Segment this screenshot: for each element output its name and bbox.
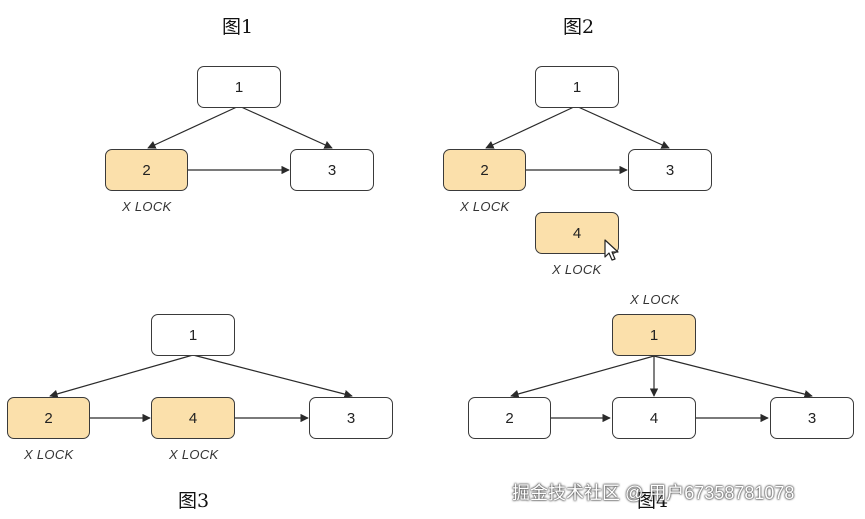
node-f1-2: 2 xyxy=(105,149,188,191)
edge-f2-1-3 xyxy=(575,105,670,149)
lock-label-f4-1: X LOCK xyxy=(630,292,680,307)
node-f3-3: 3 xyxy=(309,397,393,439)
edge-f3-1-3 xyxy=(192,354,353,399)
node-f2-1: 1 xyxy=(535,66,619,108)
figure-title-4: 图4 xyxy=(637,490,669,512)
lock-label-f3-2: X LOCK xyxy=(24,447,74,462)
node-f3-2: 2 xyxy=(7,397,90,439)
node-f2-2: 2 xyxy=(443,149,526,191)
figure-title-1: 图1 xyxy=(222,16,254,38)
lock-label-f2-4: X LOCK xyxy=(552,262,602,277)
node-f4-4: 4 xyxy=(612,397,696,439)
node-f4-2: 2 xyxy=(468,397,551,439)
node-f4-1: 1 xyxy=(612,314,696,356)
edge-f2-1-2 xyxy=(485,105,577,149)
figure-title-3: 图3 xyxy=(178,490,210,512)
edge-f3-1-2 xyxy=(49,354,194,398)
node-f1-3: 3 xyxy=(290,149,374,191)
lock-label-f3-4: X LOCK xyxy=(169,447,219,462)
lock-label-f1-2: X LOCK xyxy=(122,199,172,214)
lock-label-f2-2: X LOCK xyxy=(460,199,510,214)
node-f3-1: 1 xyxy=(151,314,235,356)
edge-f1-1-2 xyxy=(147,105,240,149)
edge-f4-1-3 xyxy=(653,355,813,399)
edge-f4-1-2 xyxy=(510,355,655,399)
mouse-cursor-icon xyxy=(604,239,619,261)
node-f3-4: 4 xyxy=(151,397,235,439)
node-f1-1: 1 xyxy=(197,66,281,108)
node-f4-3: 3 xyxy=(770,397,854,439)
figure-title-2: 图2 xyxy=(563,16,595,38)
node-f2-3: 3 xyxy=(628,149,712,191)
watermark: 掘金技术社区 @ 用户67358781078 xyxy=(512,483,795,503)
edge-f1-1-3 xyxy=(238,105,333,149)
